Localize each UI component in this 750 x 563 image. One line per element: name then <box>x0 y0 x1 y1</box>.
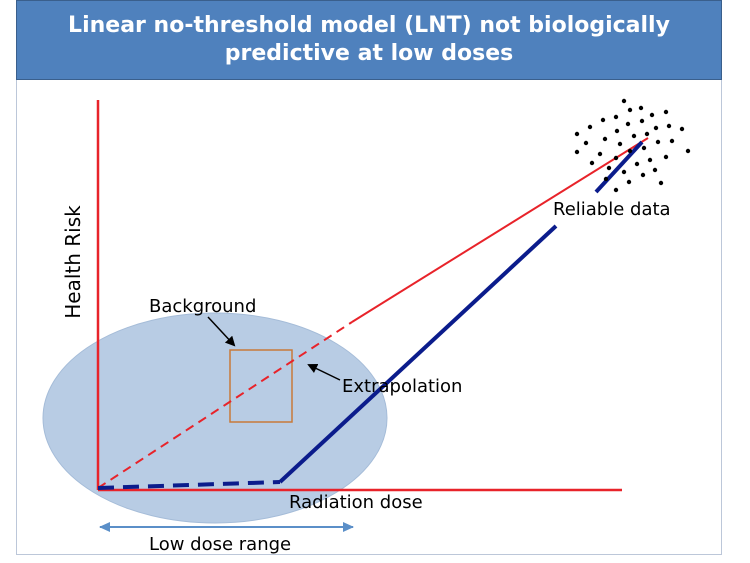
low-dose-range-label: Low dose range <box>149 534 291 555</box>
lnt-extrapolation-dashed <box>97 321 353 489</box>
x-axis-label: Radiation dose <box>289 492 423 513</box>
arrow-to-extrapolation <box>307 363 341 381</box>
title-bar: Linear no-threshold model (LNT) not biol… <box>16 0 722 80</box>
y-axis-label: Health Risk <box>61 205 85 319</box>
page-title: Linear no-threshold model (LNT) not biol… <box>68 13 670 66</box>
threshold-line-upper <box>594 140 644 194</box>
content-frame <box>16 80 722 555</box>
threshold-line <box>278 224 558 484</box>
reliable-data-label: Reliable data <box>553 199 671 220</box>
extrapolation-label: Extrapolation <box>342 376 462 397</box>
background-box <box>229 349 293 423</box>
threshold-dashed <box>97 480 281 490</box>
lnt-line <box>351 137 649 323</box>
background-label: Background <box>149 296 256 317</box>
reliable-data-points <box>574 98 691 193</box>
arrow-to-box <box>207 316 236 347</box>
